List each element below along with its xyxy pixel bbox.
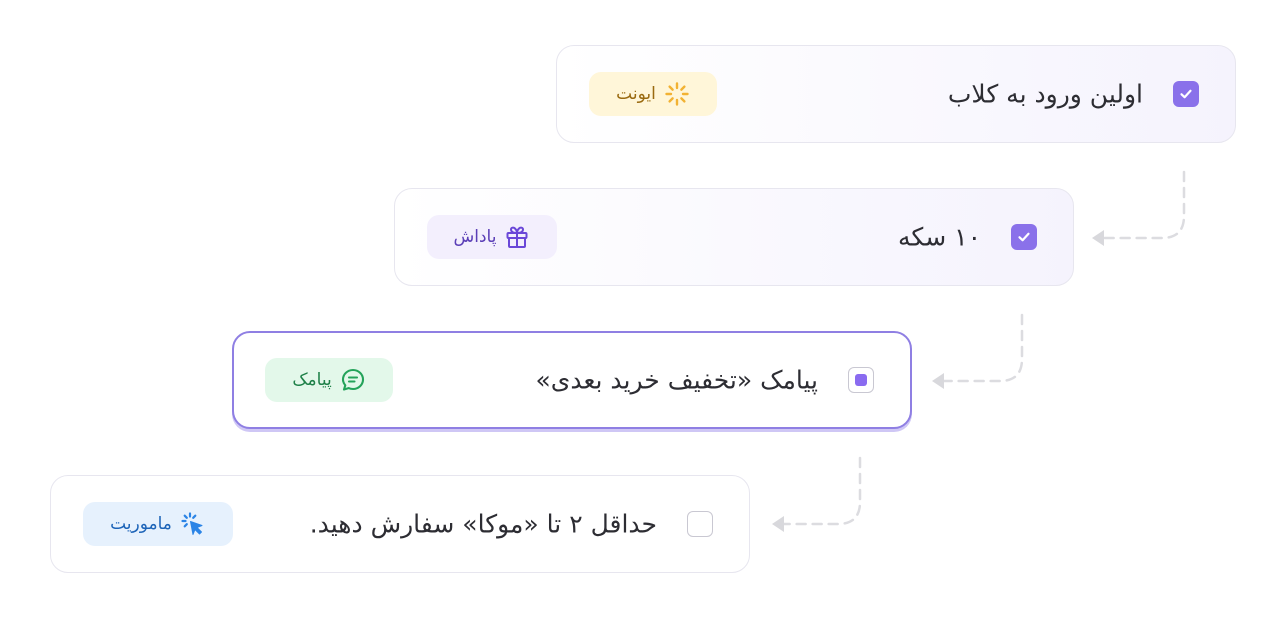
step-2-checkbox[interactable] (1011, 224, 1037, 250)
step-1-badge-label: ایونت (616, 84, 656, 104)
step-3-badge-label: پیامک (292, 370, 332, 390)
connector-arrow-1 (1092, 170, 1186, 246)
check-icon (1180, 89, 1192, 99)
step-3-checkbox[interactable] (848, 367, 874, 393)
check-icon (1018, 232, 1030, 242)
step-card-4[interactable]: حداقل ۲ تا «موکا» سفارش دهید. ماموریت (50, 475, 750, 573)
step-card-2[interactable]: ۱۰ سکه پاداش (394, 188, 1074, 286)
step-card-3[interactable]: پیامک «تخفیف خرید بعدی» پیامک (232, 331, 912, 429)
gift-icon (506, 226, 528, 248)
step-2-title: ۱۰ سکه (898, 222, 981, 252)
step-4-badge: ماموریت (83, 502, 233, 546)
sparkle-icon (665, 82, 689, 106)
step-2-badge: پاداش (427, 215, 557, 259)
step-4-badge-label: ماموریت (110, 514, 172, 534)
step-2-badge-label: پاداش (453, 227, 497, 247)
step-4-checkbox[interactable] (687, 511, 713, 537)
step-3-badge: پیامک (265, 358, 393, 402)
step-4-title: حداقل ۲ تا «موکا» سفارش دهید. (309, 509, 657, 539)
step-3-title: پیامک «تخفیف خرید بعدی» (535, 365, 818, 395)
step-1-title: اولین ورود به کلاب (947, 79, 1143, 109)
step-1-checkbox[interactable] (1173, 81, 1199, 107)
step-card-1[interactable]: اولین ورود به کلاب ایونت (556, 45, 1236, 143)
step-1-badge: ایونت (589, 72, 717, 116)
connector-arrow-2 (932, 313, 1024, 389)
in-progress-indicator (855, 374, 867, 386)
connector-arrow-3 (772, 456, 862, 532)
message-icon (341, 368, 364, 391)
cursor-click-icon (181, 512, 203, 535)
